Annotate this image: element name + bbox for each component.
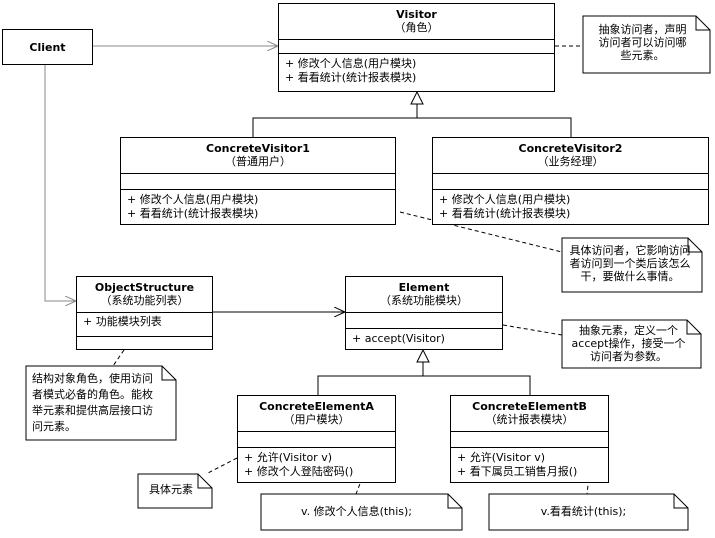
element-stereotype: （系统功能模块） <box>380 294 468 307</box>
concrete-visitor1-class[interactable]: ConcreteVisitor1 （普通用户） + 修改个人信息(用户模块) +… <box>120 137 396 225</box>
concrete-visitor-note-line: 干，要做什么事情。 <box>580 270 680 283</box>
concrete-visitor-note-line: 具体访问者，它影响访问 <box>569 244 691 257</box>
concrete-element-b-op: + 允许(Visitor v) <box>457 451 545 464</box>
concrete-element-b-operations: + 允许(Visitor v) + 看下属员工销售月报() <box>451 448 608 482</box>
concrete-visitor2-name: ConcreteVisitor2 <box>518 142 623 155</box>
concrete-element-b-op: + 看下属员工销售月报() <box>457 465 578 478</box>
visit-a-note-text: v. 修改个人信息(this); <box>300 505 412 518</box>
object-structure-note-line: 结构对象角色，使用访问 <box>32 372 153 385</box>
concrete-element-a-header: ConcreteElementA （用户模块） <box>238 396 395 432</box>
concrete-element-b-name: ConcreteElementB <box>472 400 587 413</box>
concrete-visitor1-op: + 看看统计(统计报表模块) <box>127 207 259 220</box>
object-structure-operations <box>77 337 212 345</box>
object-structure-note-line: 举元素和提供高层接口访 <box>32 404 153 417</box>
concrete-visitor2-header: ConcreteVisitor2 （业务经理） <box>433 138 708 174</box>
visitor-note-outline <box>582 15 711 74</box>
object-structure-attributes: + 功能模块列表 <box>77 313 212 337</box>
object-structure-header: ObjectStructure （系统功能列表） <box>77 277 212 313</box>
visitor-note: 抽象访问者，声明 访问者可以访问哪 些元素。 <box>583 16 710 73</box>
element-class[interactable]: Element （系统功能模块） + accept(Visitor) <box>345 276 503 350</box>
element-note-line: accept操作，接受一个 <box>571 337 686 350</box>
element-generalization-triangle <box>416 348 430 363</box>
concrete-visitor-note: 具体访问者，它影响访问 者访问到一个类后该怎么 干，要做什么事情。 <box>562 238 702 292</box>
concrete-element-a-attributes <box>238 432 395 448</box>
concrete-element-a-class[interactable]: ConcreteElementA （用户模块） + 允许(Visitor v) … <box>237 395 396 483</box>
concrete-element-b-stereotype: （统计报表模块） <box>485 413 574 426</box>
visit-b-note-text: v.看看统计(this); <box>540 505 627 518</box>
concrete-visitor1-header: ConcreteVisitor1 （普通用户） <box>121 138 395 174</box>
element-note-outline <box>561 319 702 369</box>
concrete-element-note-text: 具体元素 <box>149 483 193 496</box>
concrete-element-a-stereotype: （用户模块） <box>283 413 350 426</box>
visitor-op: + 修改个人信息(用户模块) <box>285 57 417 70</box>
visitor-note-line: 些元素。 <box>620 49 665 62</box>
concrete-visitor2-stereotype: （业务经理） <box>537 155 604 168</box>
element-attributes <box>346 313 502 329</box>
visit-a-note-outline <box>260 493 463 531</box>
element-header: Element （系统功能模块） <box>346 277 502 313</box>
concrete-visitor2-op: + 修改个人信息(用户模块) <box>439 193 571 206</box>
visitor-stereotype: （角色） <box>394 21 439 34</box>
visitor-note-line: 访问者可以访问哪 <box>598 36 687 49</box>
visit-b-note: v.看看统计(this); <box>489 494 688 530</box>
element-operations: + accept(Visitor) <box>346 329 502 349</box>
concrete-visitor2-operations: + 修改个人信息(用户模块) + 看看统计(统计报表模块) <box>433 190 708 224</box>
concrete-visitor1-operations: + 修改个人信息(用户模块) + 看看统计(统计报表模块) <box>121 190 395 224</box>
visitor-name: Visitor <box>396 8 437 21</box>
object-structure-note-line: 问元素。 <box>32 420 76 433</box>
visitor-header: Visitor （角色） <box>279 4 554 40</box>
visitor-generalization-triangle <box>410 90 424 105</box>
visitor-attributes <box>279 40 554 54</box>
visitor-generalization-tree <box>252 104 418 137</box>
visitor-class[interactable]: Visitor （角色） + 修改个人信息(用户模块) + 看看统计(统计报表模… <box>278 3 555 92</box>
concrete-element-b-class[interactable]: ConcreteElementB （统计报表模块） + 允许(Visitor v… <box>450 395 609 483</box>
concrete-element-b-header: ConcreteElementB （统计报表模块） <box>451 396 608 432</box>
concrete-visitor-note-line: 者访问到一个类后该怎么 <box>569 257 691 270</box>
object-structure-attr: + 功能模块列表 <box>83 315 162 328</box>
concrete-element-b-attributes <box>451 432 608 448</box>
object-structure-class[interactable]: ObjectStructure （系统功能列表） + 功能模块列表 <box>76 276 213 350</box>
concrete-visitor1-name: ConcreteVisitor1 <box>206 142 310 155</box>
object-structure-note: 结构对象角色，使用访问 者模式必备的角色。能枚 举元素和提供高层接口访 问元素。 <box>26 366 176 440</box>
concrete-visitor2-op: + 看看统计(统计报表模块) <box>439 207 571 220</box>
concrete-element-note-outline <box>137 473 213 509</box>
visitor-operations: + 修改个人信息(用户模块) + 看看统计(统计报表模块) <box>279 54 554 88</box>
client-objectstructure-association <box>44 65 76 301</box>
object-structure-stereotype: （系统功能列表） <box>100 294 189 307</box>
concrete-visitor1-stereotype: （普通用户） <box>225 155 291 168</box>
element-note-anchor <box>502 324 563 336</box>
object-structure-note-outline <box>25 365 177 441</box>
client-box[interactable]: Client <box>2 29 93 65</box>
element-note-line: 访问者为参数。 <box>590 350 667 363</box>
concrete-element-note: 具体元素 <box>138 474 212 508</box>
visitor-generalization-branch <box>417 117 572 137</box>
concrete-element-a-name: ConcreteElementA <box>259 400 374 413</box>
concrete-element-note-anchor <box>205 457 238 475</box>
client-label: Client <box>29 40 66 54</box>
concrete-element-a-op: + 修改个人登陆密码() <box>244 465 354 478</box>
concrete-visitor2-class[interactable]: ConcreteVisitor2 （业务经理） + 修改个人信息(用户模块) +… <box>432 137 709 225</box>
element-op: + accept(Visitor) <box>352 332 445 345</box>
element-note-line: 抽象元素，定义一个 <box>579 324 678 337</box>
object-structure-note-anchor <box>112 349 125 367</box>
visit-b-note-anchor <box>586 457 592 495</box>
visitor-op: + 看看统计(统计报表模块) <box>285 71 417 84</box>
element-name: Element <box>398 281 450 294</box>
object-structure-note-line: 者模式必备的角色。能枚 <box>32 388 153 401</box>
object-structure-name: ObjectStructure <box>94 281 195 294</box>
element-generalization-branch <box>423 375 531 395</box>
concrete-visitor1-attributes <box>121 174 395 190</box>
concrete-element-a-op: + 允许(Visitor v) <box>244 451 332 464</box>
concrete-visitor-note-outline <box>561 237 703 293</box>
visit-a-note: v. 修改个人信息(this); <box>261 494 462 530</box>
element-generalization-tree <box>317 362 424 395</box>
element-note: 抽象元素，定义一个 accept操作，接受一个 访问者为参数。 <box>562 320 701 368</box>
concrete-element-a-operations: + 允许(Visitor v) + 修改个人登陆密码() <box>238 448 395 482</box>
visitor-note-line: 抽象访问者，声明 <box>598 23 687 36</box>
visit-b-note-outline <box>488 493 689 531</box>
concrete-visitor1-op: + 修改个人信息(用户模块) <box>127 193 259 206</box>
concrete-visitor2-attributes <box>433 174 708 190</box>
